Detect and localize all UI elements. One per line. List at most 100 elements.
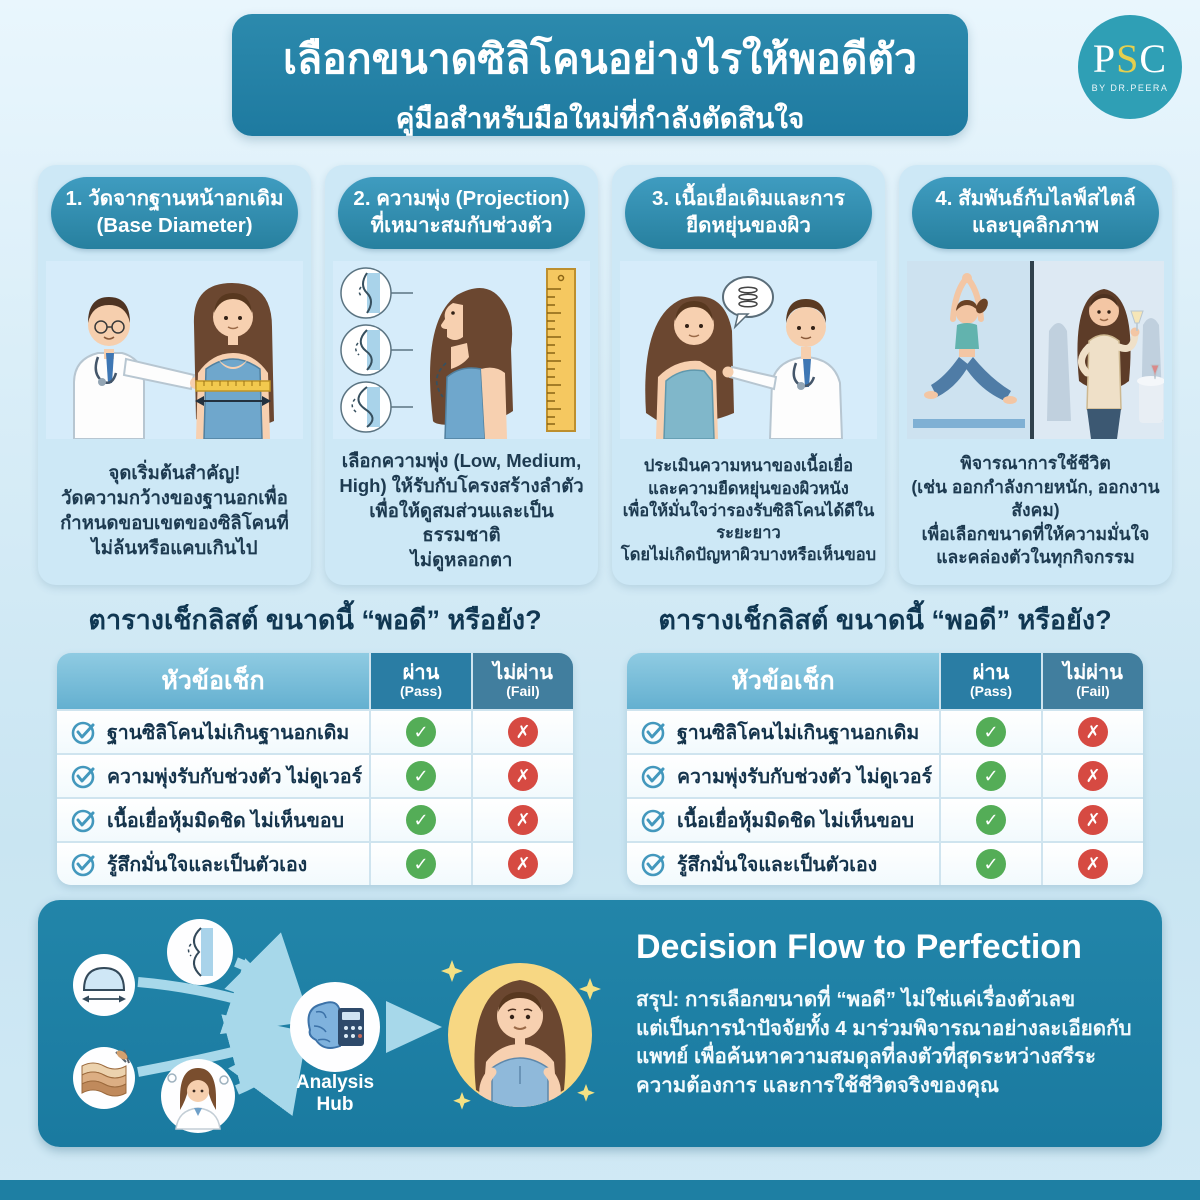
row-label: ความพุ่งรับกับช่วงตัว ไม่ดูเวอร์: [107, 765, 363, 788]
table-row: ฐานซิลิโคนไม่เกินฐานอกเดิม: [57, 711, 369, 753]
factor-2-illustration: [333, 261, 590, 439]
check-circle-icon: [641, 721, 665, 744]
fail-cell: ✗: [473, 755, 573, 797]
row-label: เนื้อเยื่อหุ้มมิดชิด ไม่เห็นขอบ: [677, 809, 914, 832]
table-row: รู้สึกมั่นใจและเป็นตัวเอง: [627, 843, 939, 885]
pass-cell: ✓: [371, 843, 471, 885]
row-label: ฐานซิลิโคนไม่เกินฐานอกเดิม: [107, 721, 350, 744]
check-circle-icon: [71, 853, 95, 876]
table-row: ความพุ่งรับกับช่วงตัว ไม่ดูเวอร์: [57, 755, 369, 797]
factor-1-title: 1. วัดจากฐานหน้าอกเดิม (Base Diameter): [51, 177, 298, 249]
row-label: เนื้อเยื่อหุ้มมิดชิด ไม่เห็นขอบ: [107, 809, 344, 832]
fail-label: ไม่ผ่าน: [1063, 662, 1123, 685]
logo-letter-p: P: [1092, 36, 1117, 81]
pass-check-icon: ✓: [406, 805, 436, 835]
doctor-measuring-icon: [46, 261, 303, 439]
header-banner: เลือกขนาดซิลิโคนอย่างไรให้พอดีตัว คู่มือ…: [232, 14, 968, 136]
factor-3-title: 3. เนื้อเยื่อเดิมและการ ยืดหยุ่นของผิว: [625, 177, 872, 249]
fail-x-icon: ✗: [508, 805, 538, 835]
analysis-hub-label: Analysis Hub: [295, 1072, 375, 1115]
table-row: รู้สึกมั่นใจและเป็นตัวเอง: [57, 843, 369, 885]
fail-x-icon: ✗: [1078, 805, 1108, 835]
fail-label: ไม่ผ่าน: [493, 662, 553, 685]
projection-profiles-icon: [333, 261, 590, 439]
page-title: เลือกขนาดซิลิโคนอย่างไรให้พอดีตัว: [282, 36, 918, 82]
fail-sublabel: (Fail): [1076, 683, 1110, 700]
pass-cell: ✓: [941, 755, 1041, 797]
factor-4-title: 4. สัมพันธ์กับไลฟ์สไตล์ และบุคลิกภาพ: [912, 177, 1159, 249]
pass-check-icon: ✓: [976, 761, 1006, 791]
check-circle-icon: [71, 809, 95, 832]
analysis-hub-brain-calculator-icon: [290, 982, 380, 1072]
factor-card-4: 4. สัมพันธ์กับไลฟ์สไตล์ และบุคลิกภาพ: [899, 165, 1172, 585]
pass-sublabel: (Pass): [399, 683, 443, 700]
table-row: เนื้อเยื่อหุ้มมิดชิด ไม่เห็นขอบ: [57, 799, 369, 841]
pass-cell: ✓: [941, 711, 1041, 753]
factor-2-title: 2. ความพุ่ง (Projection) ที่เหมาะสมกับช่…: [338, 177, 585, 249]
pass-check-icon: ✓: [976, 805, 1006, 835]
pass-cell: ✓: [371, 799, 471, 841]
projection-profile-icon: [167, 919, 233, 985]
fail-cell: ✗: [473, 799, 573, 841]
result-arrow-icon: [386, 1001, 442, 1053]
fail-x-icon: ✗: [508, 849, 538, 879]
fail-cell: ✗: [1043, 799, 1143, 841]
implant-base-icon: [73, 954, 135, 1016]
pass-check-icon: ✓: [406, 761, 436, 791]
fail-sublabel: (Fail): [506, 683, 540, 700]
checklist-title: ตารางเช็กลิสต์ ขนาดนี้ “พอดี” หรือยัง?: [88, 605, 542, 635]
checklist-table: หัวข้อเช็ก ผ่าน(Pass) ไม่ผ่าน(Fail) ฐานซ…: [627, 653, 1143, 885]
checklist-panel-right: ตารางเช็กลิสต์ ขนาดนี้ “พอดี” หรือยัง? ห…: [627, 598, 1143, 885]
factor-3-illustration: [620, 261, 877, 439]
factor-card-2: 2. ความพุ่ง (Projection) ที่เหมาะสมกับช่…: [325, 165, 598, 585]
logo-tagline: BY DR.PEERA: [1091, 83, 1169, 93]
column-header-fail: ไม่ผ่าน(Fail): [473, 653, 573, 709]
pass-cell: ✓: [371, 755, 471, 797]
pass-check-icon: ✓: [406, 849, 436, 879]
logo-letter-s: S: [1116, 36, 1140, 81]
pass-label: ผ่าน: [972, 662, 1010, 685]
tissue-check-icon: [620, 261, 877, 439]
checklist-panel-left: ตารางเช็กลิสต์ ขนาดนี้ “พอดี” หรือยัง? ห…: [57, 598, 573, 885]
check-circle-icon: [71, 721, 95, 744]
factor-3-description: ประเมินความหนาของเนื้อเยื่อ และความยืดหย…: [620, 457, 877, 565]
column-header-topic: หัวข้อเช็ก: [57, 653, 369, 709]
logo-letter-c: C: [1139, 36, 1168, 81]
doctor-icon: [161, 1059, 235, 1133]
factor-4-illustration: [907, 261, 1164, 439]
fail-cell: ✗: [473, 711, 573, 753]
decision-flow-diagram: [73, 919, 601, 1133]
pass-check-icon: ✓: [406, 717, 436, 747]
lifestyle-icon: [907, 261, 1164, 439]
table-row: ความพุ่งรับกับช่วงตัว ไม่ดูเวอร์: [627, 755, 939, 797]
column-header-fail: ไม่ผ่าน(Fail): [1043, 653, 1143, 709]
pass-sublabel: (Pass): [969, 683, 1013, 700]
decision-summary: สรุป: การเลือกขนาดที่ “พอดี” ไม่ใช่แค่เร…: [636, 988, 1132, 1098]
footer-strip: [0, 1180, 1200, 1200]
column-header-pass: ผ่าน(Pass): [371, 653, 471, 709]
fail-x-icon: ✗: [1078, 717, 1108, 747]
fail-x-icon: ✗: [1078, 849, 1108, 879]
factor-card-3: 3. เนื้อเยื่อเดิมและการ ยืดหยุ่นของผิว: [612, 165, 885, 585]
fail-x-icon: ✗: [508, 761, 538, 791]
row-label: รู้สึกมั่นใจและเป็นตัวเอง: [677, 853, 878, 876]
fail-x-icon: ✗: [508, 717, 538, 747]
page-subtitle: คู่มือสำหรับมือใหม่ที่กำลังตัดสินใจ: [395, 103, 805, 134]
logo-text: PSC: [1078, 35, 1182, 82]
table-row: ฐานซิลิโคนไม่เกินฐานอกเดิม: [627, 711, 939, 753]
row-label: ฐานซิลิโคนไม่เกินฐานอกเดิม: [677, 721, 920, 744]
pass-check-icon: ✓: [976, 717, 1006, 747]
pass-cell: ✓: [941, 799, 1041, 841]
pass-cell: ✓: [941, 843, 1041, 885]
factor-1-illustration: [46, 261, 303, 439]
column-header-pass: ผ่าน(Pass): [941, 653, 1041, 709]
check-circle-icon: [641, 765, 665, 788]
fail-cell: ✗: [1043, 711, 1143, 753]
pass-cell: ✓: [371, 711, 471, 753]
factor-1-description: จุดเริ่มต้นสำคัญ! วัดความกว้างของฐานอกเพ…: [60, 462, 289, 558]
checklist-table: หัวข้อเช็ก ผ่าน(Pass) ไม่ผ่าน(Fail) ฐานซ…: [57, 653, 573, 885]
confident-woman-illustration: [441, 960, 601, 1110]
fail-x-icon: ✗: [1078, 761, 1108, 791]
row-label: รู้สึกมั่นใจและเป็นตัวเอง: [107, 853, 308, 876]
